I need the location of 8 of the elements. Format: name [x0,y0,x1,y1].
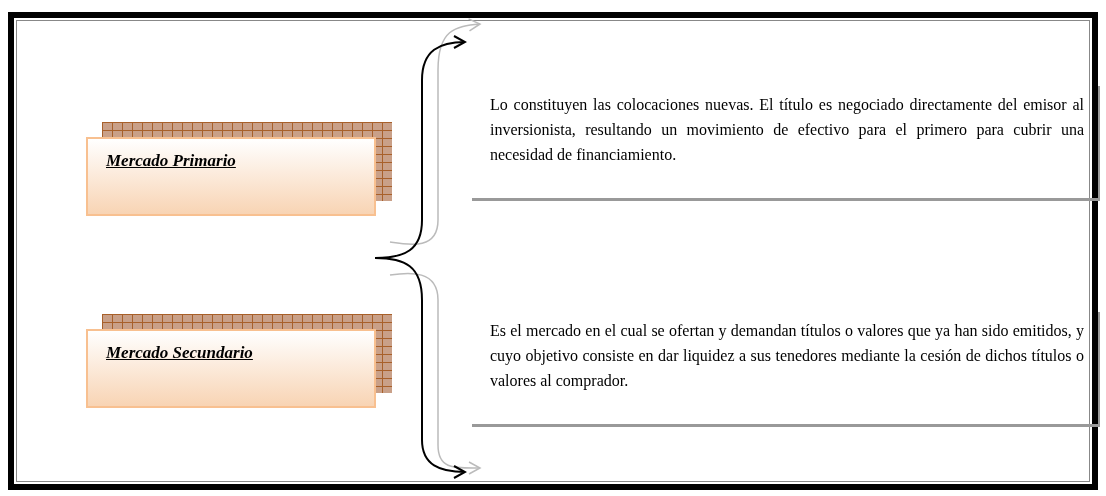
title-box [86,329,376,408]
market-title: Mercado Primario [106,151,236,171]
description-box [472,86,1100,201]
title-box [86,137,376,216]
description-text: Es el mercado en el cual se ofertan y demandan títulos o valores que ya han sido emitidos, y cuyo objetivo consiste en dar liquidez a sus tenedores mediante la cesión de dichos títulos o valores al comprador. [490,321,1084,392]
description-text: Lo constituyen las colocaciones nuevas. El título es negociado directamente del emisor al inversionista, resultando un movimiento de efectivo para el primero para cubrir una necesidad de financiamiento. [490,95,1084,165]
description-box [472,312,1100,427]
market-title: Mercado Secundario [106,343,253,363]
